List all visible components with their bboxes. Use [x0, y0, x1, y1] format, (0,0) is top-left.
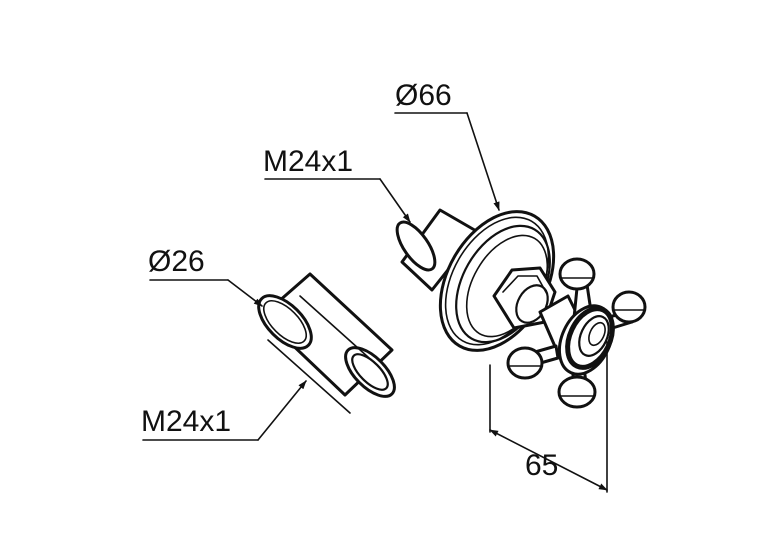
body-thread-label: M24x1 [263, 145, 353, 178]
extension-tube [257, 272, 396, 414]
flange-diameter-label: Ø66 [395, 79, 452, 112]
body-thread-leader [264, 178, 411, 223]
extension-thread-leader [142, 380, 307, 441]
extension-diameter-leader [149, 279, 263, 307]
depth-dimension [489, 341, 608, 493]
extension-thread-label: M24x1 [141, 405, 231, 438]
depth-label: 65 [525, 449, 558, 482]
extension-diameter-label: Ø26 [148, 245, 205, 278]
flange-diameter-leader [394, 112, 500, 211]
valve-body [395, 208, 647, 409]
